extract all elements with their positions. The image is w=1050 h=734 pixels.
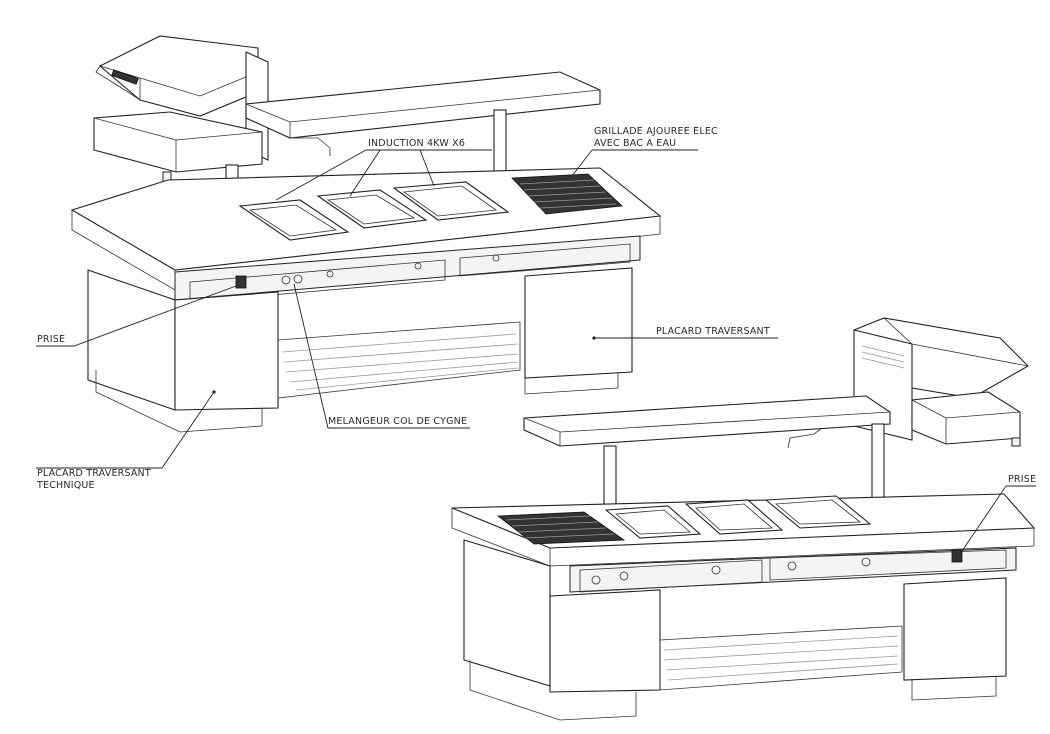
label-placard-tech-line2: TECHNIQUE xyxy=(36,480,95,491)
salamander-left xyxy=(93,35,269,183)
cabinets-right xyxy=(463,539,1007,721)
cabinets-left xyxy=(87,267,633,433)
label-grill-line2: AVEC BAC A EAU xyxy=(594,138,676,149)
induction-zones-right xyxy=(604,495,872,539)
overhead-shelf-right xyxy=(523,395,891,527)
label-induction: INDUCTION 4KW X6 xyxy=(368,138,465,149)
leader-lines xyxy=(36,149,1036,555)
grill-left xyxy=(511,173,623,215)
label-prise-right: PRISE xyxy=(1008,474,1036,485)
grill-right xyxy=(496,511,626,545)
island-unit-left xyxy=(70,35,662,433)
label-grill-line1: GRILLADE AJOUREE ELEC xyxy=(594,126,718,137)
control-panel-right xyxy=(569,547,1017,593)
label-melangeur: MELANGEUR COL DE CYGNE xyxy=(328,416,467,427)
label-placard-traversant: PLACARD TRAVERSANT xyxy=(656,326,770,337)
label-placard-tech-line1: PLACARD TRAVERSANT xyxy=(37,468,151,479)
control-panel-left xyxy=(174,235,641,303)
label-prise-left: PRISE xyxy=(37,334,65,345)
island-unit-right xyxy=(451,317,1036,721)
induction-zones-left xyxy=(238,181,510,241)
callout-labels: INDUCTION 4KW X6 GRILLADE AJOUREE ELEC A… xyxy=(36,126,1036,491)
